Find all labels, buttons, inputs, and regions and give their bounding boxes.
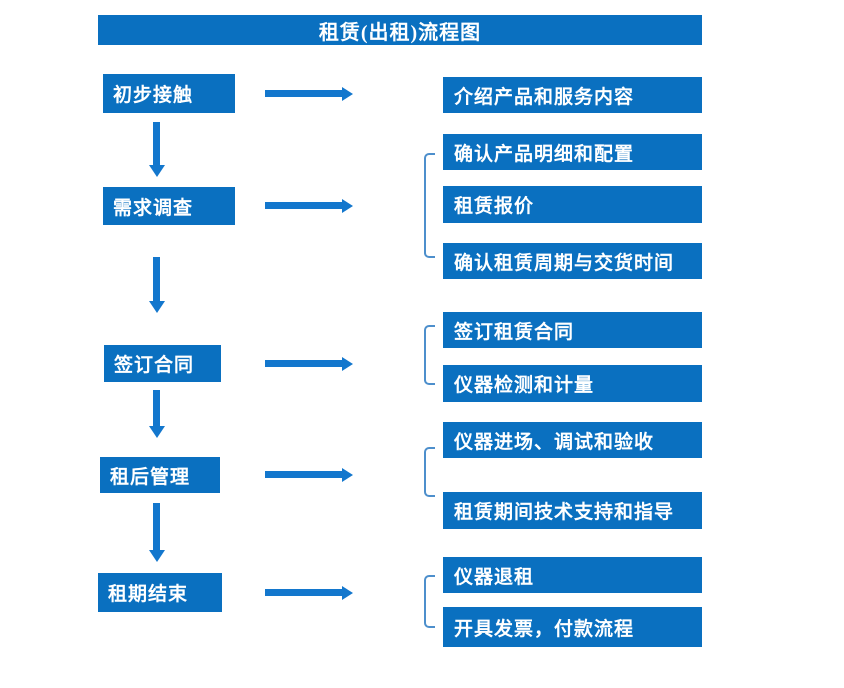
bracket-group-3 [424,325,435,385]
flowchart-title: 租赁(出租)流程图 [98,15,702,45]
output-box-invoice-payment: 开具发票，付款流程 [443,607,702,647]
right-arrow-2 [265,198,353,213]
output-box-instrument-return: 仪器退租 [443,557,702,593]
step-box-demand-survey: 需求调查 [103,187,235,225]
step-box-post-rental-management: 租后管理 [100,457,220,493]
bracket-group-5 [424,575,435,628]
step-box-initial-contact: 初步接触 [103,74,235,113]
output-box-introduce-products: 介绍产品和服务内容 [443,77,702,113]
step-box-rental-end: 租期结束 [98,573,222,612]
output-box-confirm-product-details: 确认产品明细和配置 [443,134,702,170]
right-arrow-5 [265,585,353,600]
output-box-instrument-testing: 仪器检测和计量 [443,365,702,402]
output-box-technical-support: 租赁期间技术支持和指导 [443,492,702,529]
down-arrow-2 [148,257,165,313]
right-arrow-4 [265,467,353,482]
step-box-sign-contract: 签订合同 [104,345,221,382]
down-arrow-1 [148,122,165,177]
right-arrow-1 [265,86,353,101]
bracket-group-4 [424,447,435,497]
down-arrow-4 [148,503,165,562]
output-box-rental-quotation: 租赁报价 [443,186,702,223]
down-arrow-3 [148,390,165,438]
output-box-sign-rental-contract: 签订租赁合同 [443,312,702,348]
output-box-confirm-rental-period: 确认租赁周期与交货时间 [443,243,702,279]
right-arrow-3 [265,356,353,371]
bracket-group-2 [424,153,435,258]
output-box-instrument-arrival: 仪器进场、调试和验收 [443,422,702,458]
